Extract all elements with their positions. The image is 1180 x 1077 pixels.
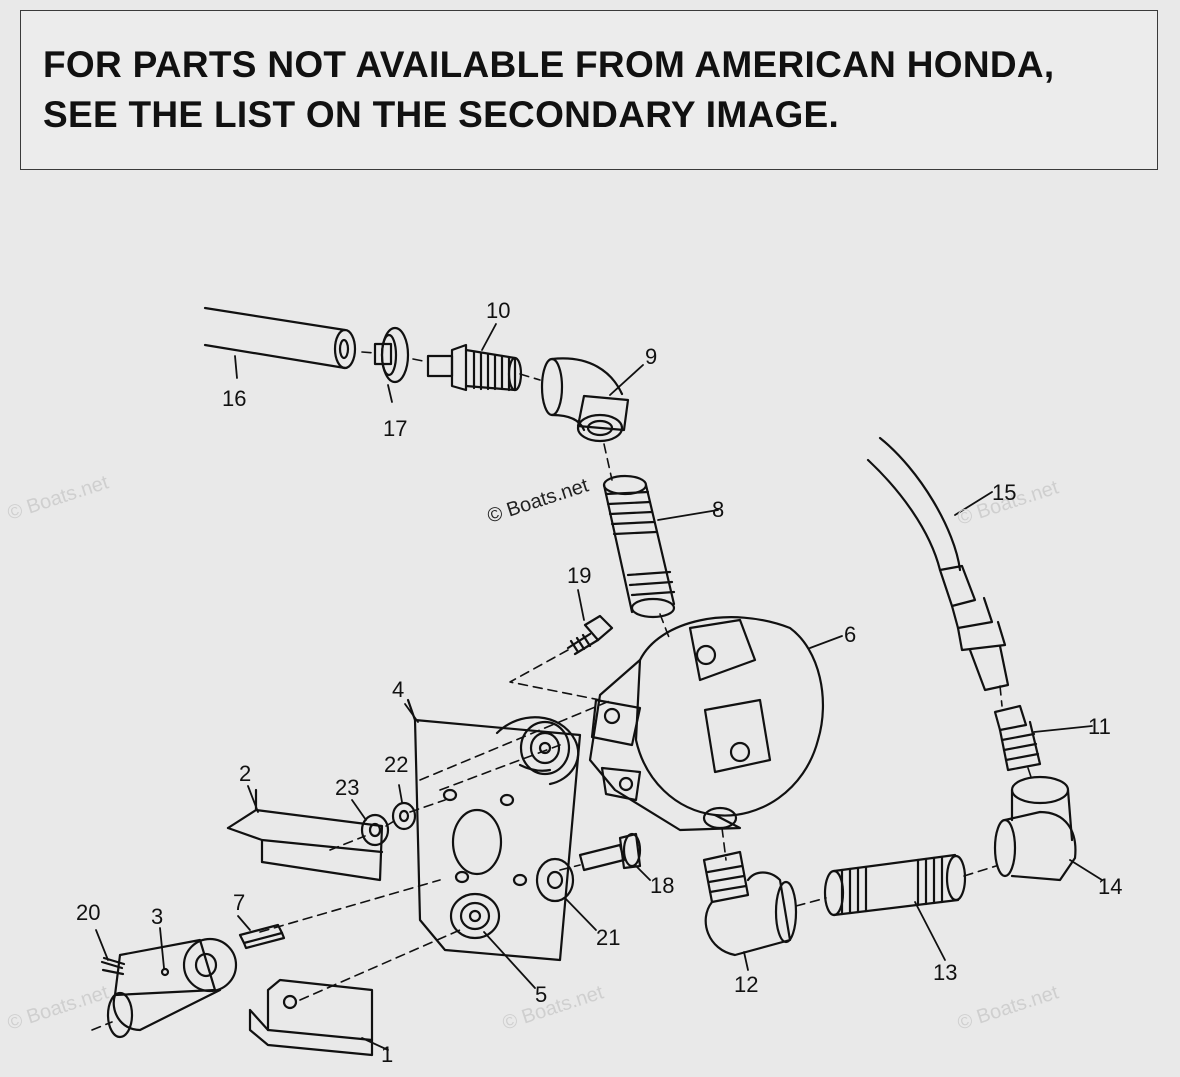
watermark-bottom-left: © Boats.net: [5, 981, 112, 1034]
part-21-washer: [535, 857, 575, 903]
part-22-nut: [391, 801, 417, 831]
callout-17: 17: [383, 416, 407, 441]
callout-15: 15: [992, 480, 1016, 505]
part-18-bolt: [578, 832, 642, 872]
callout-14: 14: [1098, 874, 1122, 899]
callout-20: 20: [76, 900, 100, 925]
part-1-bracket: [248, 978, 374, 1057]
part-19-screw: [566, 614, 614, 656]
part-8-pipe-nipple: [602, 474, 676, 619]
callout-21: 21: [596, 925, 620, 950]
callout-23: 23: [335, 775, 359, 800]
part-7-key: [238, 923, 286, 950]
part-2-mounting-bracket: [226, 788, 384, 882]
callout-9: 9: [645, 344, 657, 369]
part-17-hose-clamp: [373, 326, 410, 384]
callout-5: 5: [535, 982, 547, 1007]
callout-2: 2: [239, 761, 251, 786]
callout-8: 8: [712, 497, 724, 522]
callout-3: 3: [151, 904, 163, 929]
callout-18: 18: [650, 873, 674, 898]
watermark-bottom-center: © Boats.net: [500, 981, 607, 1034]
notice-box: FOR PARTS NOT AVAILABLE FROM AMERICAN HO…: [20, 10, 1158, 170]
callout-11: 11: [1088, 714, 1111, 739]
part-3-coupling: [106, 937, 238, 1039]
part-14-elbow: [993, 775, 1077, 882]
part-12-elbow: [702, 850, 798, 957]
part-15-fuel-line: [866, 436, 1010, 692]
callout-1: 1: [381, 1042, 393, 1067]
callout-7: 7: [233, 890, 245, 915]
part-10-hose-fitting: [426, 343, 523, 392]
part-11-adapter: [993, 704, 1042, 772]
callout-22: 22: [384, 752, 408, 777]
watermark-left: © Boats.net: [5, 471, 112, 524]
part-20-set-screw: [100, 956, 126, 976]
notice-line-1: FOR PARTS NOT AVAILABLE FROM AMERICAN HO…: [43, 44, 1055, 85]
part-5-bushing: [449, 892, 501, 940]
watermark-main: © Boats.net: [485, 474, 592, 527]
callout-16: 16: [222, 386, 246, 411]
part-4-bracket: [406, 698, 582, 962]
leader-lines: [95, 323, 1103, 1051]
callout-19: 19: [567, 563, 591, 588]
callout-4: 4: [392, 677, 404, 702]
part-13-nipple: [823, 853, 967, 917]
callout-10: 10: [486, 298, 510, 323]
callout-12: 12: [734, 972, 758, 997]
part-16-hose: [203, 306, 357, 370]
notice-line-2: SEE THE LIST ON THE SECONDARY IMAGE.: [43, 94, 840, 135]
callout-13: 13: [933, 960, 957, 985]
part-23-washer: [360, 813, 390, 847]
watermark-bottom-right: © Boats.net: [955, 981, 1062, 1034]
part-6-pump: [588, 616, 825, 832]
part-9-elbow: [540, 357, 630, 443]
alignment-lines: [91, 351, 1033, 1031]
callout-6: 6: [844, 622, 856, 647]
